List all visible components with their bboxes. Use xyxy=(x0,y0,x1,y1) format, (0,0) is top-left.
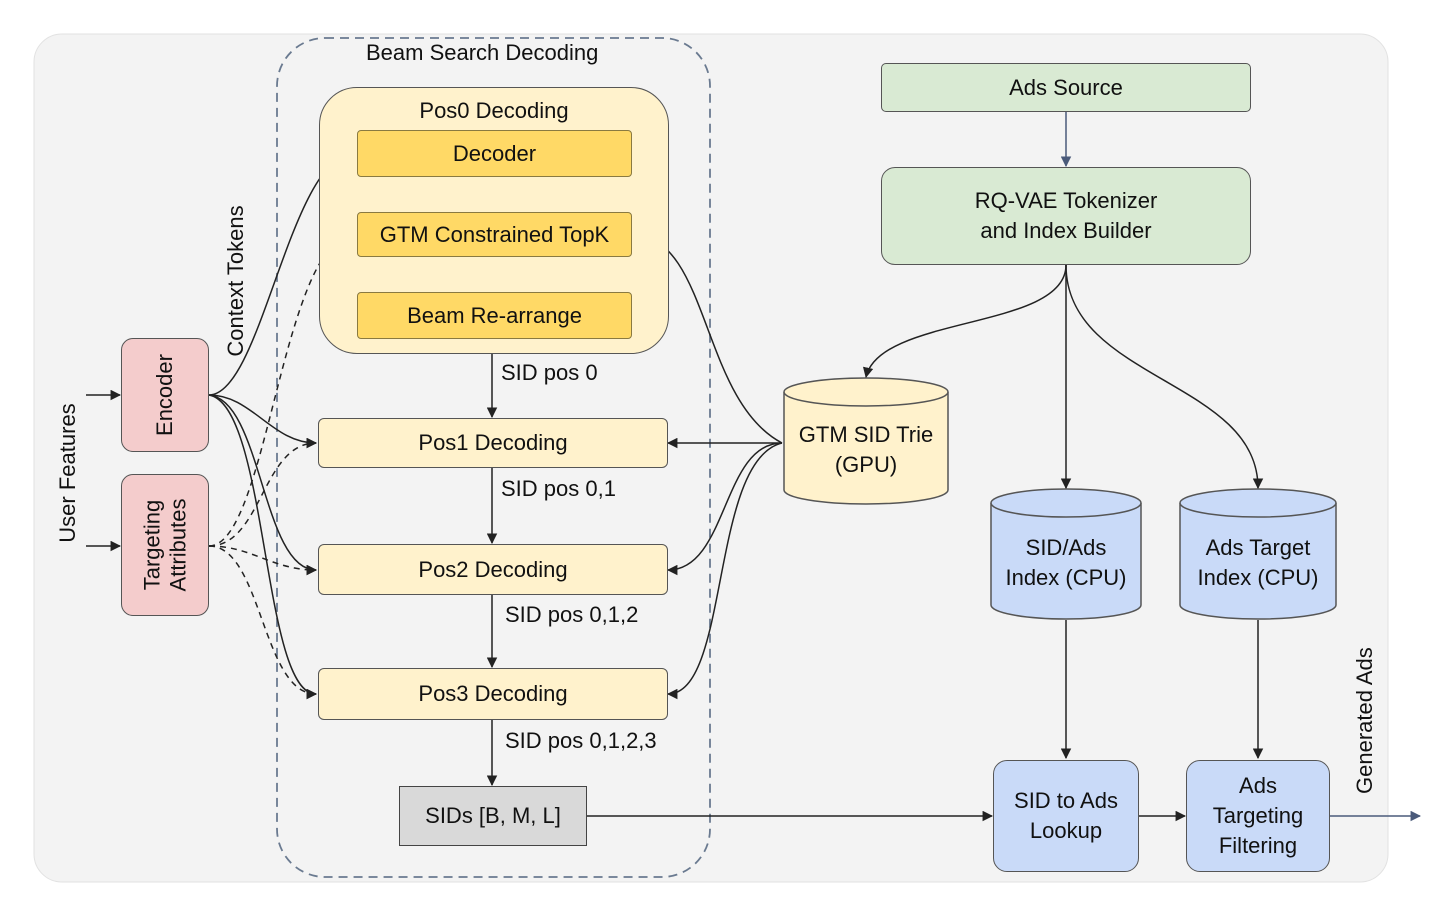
pos3-node: Pos3 Decoding xyxy=(318,668,668,720)
encoder-node: Encoder xyxy=(121,338,209,452)
ads-source-node: Ads Source xyxy=(881,63,1251,112)
ads-target-index-cylinder xyxy=(1179,488,1337,620)
sid-ads-index-cylinder xyxy=(990,488,1142,620)
gtm-trie-cylinder xyxy=(783,377,949,505)
sid-to-ads-lookup-node: SID to Ads Lookup xyxy=(993,760,1139,872)
ads-targeting-filtering-node: Ads Targeting Filtering xyxy=(1186,760,1330,872)
sid-pos012-label: SID pos 0,1,2 xyxy=(505,602,639,627)
targeting-attributes-node: Targeting Attributes xyxy=(121,474,209,616)
rqvae-node: RQ-VAE Tokenizer and Index Builder xyxy=(881,167,1251,265)
ads-target-index-text: Ads Target Index (CPU) xyxy=(1197,535,1319,590)
decoder-node: Decoder xyxy=(357,130,632,177)
beam-search-title: Beam Search Decoding xyxy=(366,40,599,65)
generated-ads-label: Generated Ads xyxy=(1352,647,1377,794)
gtm-trie-text: GTM SID Trie (GPU) xyxy=(798,422,934,477)
pos1-node: Pos1 Decoding xyxy=(318,418,668,468)
sid-pos01-label: SID pos 0,1 xyxy=(501,476,616,501)
sid-pos0-label: SID pos 0 xyxy=(501,360,598,385)
sid-ads-index-text: SID/Ads Index (CPU) xyxy=(1005,535,1127,590)
targeting-attributes-text: Targeting Attributes xyxy=(139,498,190,592)
encoder-text: Encoder xyxy=(151,354,177,436)
pos2-node: Pos2 Decoding xyxy=(318,544,668,595)
context-tokens-label: Context Tokens xyxy=(223,205,248,357)
pos0-title: Pos0 Decoding xyxy=(419,98,569,123)
targeting-edges xyxy=(208,229,357,700)
rqvae-edges xyxy=(862,264,1264,490)
gtm-topk-node: GTM Constrained TopK xyxy=(357,212,632,257)
background-panel xyxy=(33,33,1389,883)
sid-pos0123-label: SID pos 0,1,2,3 xyxy=(505,728,657,753)
user-features-label: User Features xyxy=(55,403,80,543)
sids-node: SIDs [B, M, L] xyxy=(399,786,587,846)
beam-rearrange-node: Beam Re-arrange xyxy=(357,292,632,339)
beam-search-container xyxy=(276,37,711,878)
